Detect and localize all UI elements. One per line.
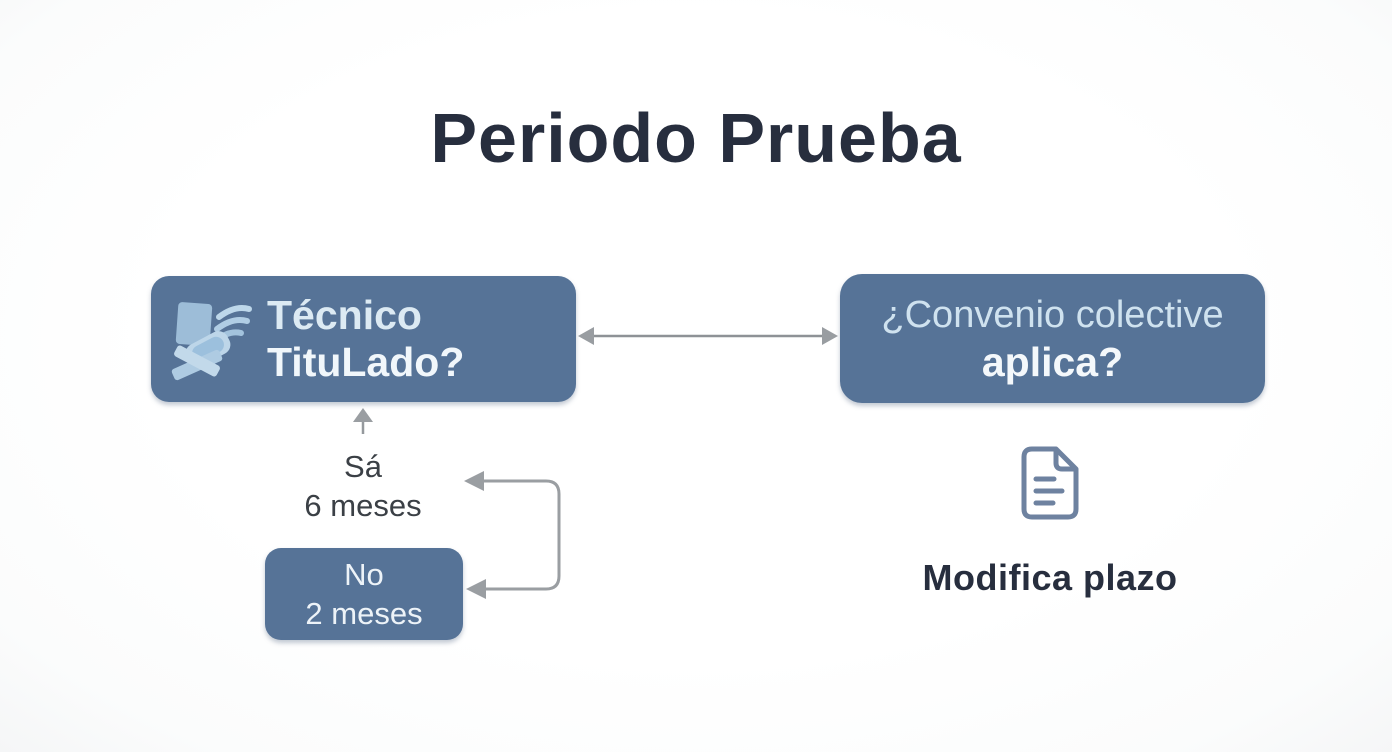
graduation-cap-icon: [169, 289, 265, 389]
label-modifica-plazo: Modifica plazo: [922, 557, 1178, 598]
label-si-6-meses: Sá 6 meses: [281, 447, 445, 525]
node-tecnico-line2: TituLado?: [267, 339, 465, 385]
node-tecnico-titulado: Técnico TituLado?: [151, 276, 576, 402]
node-no-line2: 2 meses: [305, 596, 423, 631]
document-icon: [1021, 446, 1079, 520]
si-label-line1: Sá: [344, 449, 382, 484]
si-label-line2: 6 meses: [304, 488, 422, 523]
node-no-2-meses: No 2 meses: [265, 548, 463, 640]
c-shaped-connector-with-left-arrows-icon: [464, 471, 561, 599]
node-tecnico-line1: Técnico: [267, 292, 422, 338]
node-convenio-line2: aplica?: [981, 338, 1124, 385]
node-convenio-line1: ¿Convenio colective: [881, 293, 1224, 336]
page-title: Periodo Prueba: [430, 99, 962, 177]
double-headed-arrow-icon: [578, 327, 838, 345]
node-no-line1: No: [344, 557, 384, 592]
up-arrow-icon: [353, 408, 373, 434]
node-convenio-colectivo: ¿Convenio colective aplica?: [840, 274, 1265, 403]
